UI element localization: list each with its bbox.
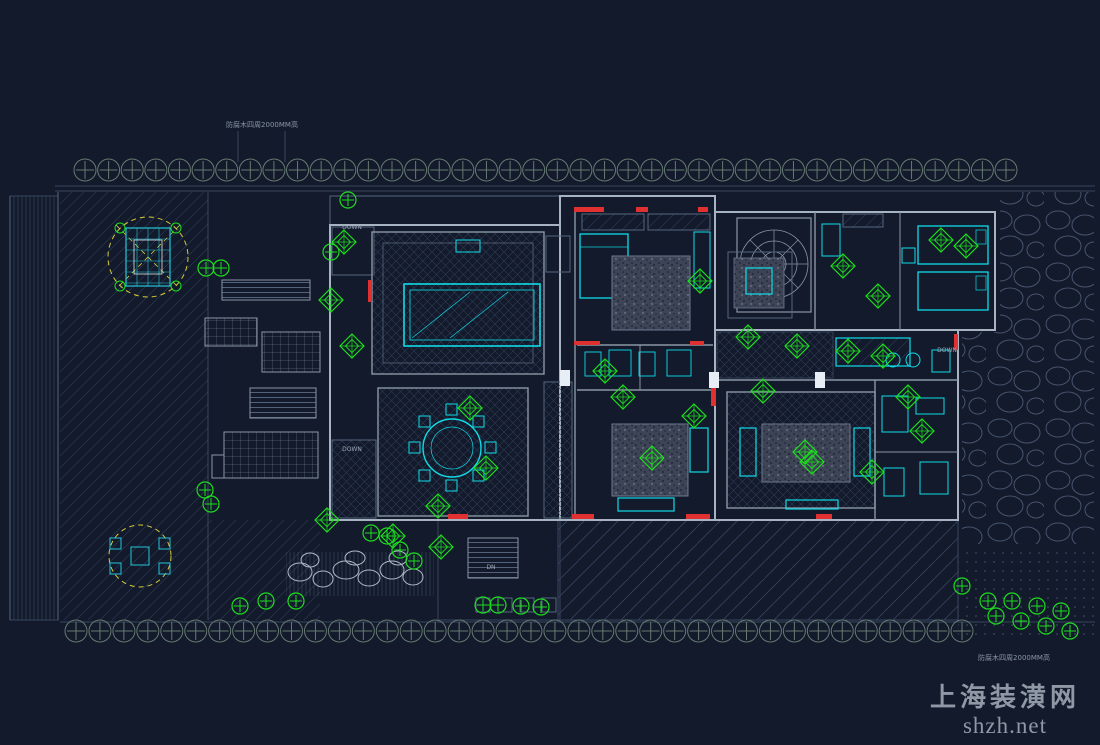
tree-row-top: [73, 158, 1018, 182]
svg-text:DN: DN: [486, 564, 495, 571]
watermark: 上海装潢网 shzh.net: [930, 683, 1080, 739]
watermark-site-name: 上海装潢网: [929, 682, 1080, 712]
watermark-site-url: shzh.net: [962, 712, 1047, 738]
red-wall-marks: [368, 207, 958, 519]
door-openings: [560, 370, 825, 388]
svg-text:DOWN: DOWN: [937, 347, 957, 354]
svg-text:DOWN: DOWN: [342, 224, 362, 231]
plant-diamond-markers: [314, 227, 979, 560]
plan-geometry: [9, 131, 1095, 638]
svg-text:防腐木四周2000MM高: 防腐木四周2000MM高: [226, 120, 298, 129]
tree-row-bottom: [64, 619, 974, 643]
svg-text:防腐木四周2000MM高: 防腐木四周2000MM高: [978, 653, 1050, 662]
shrub-markers: [196, 191, 1079, 640]
svg-text:DOWN: DOWN: [342, 446, 362, 453]
